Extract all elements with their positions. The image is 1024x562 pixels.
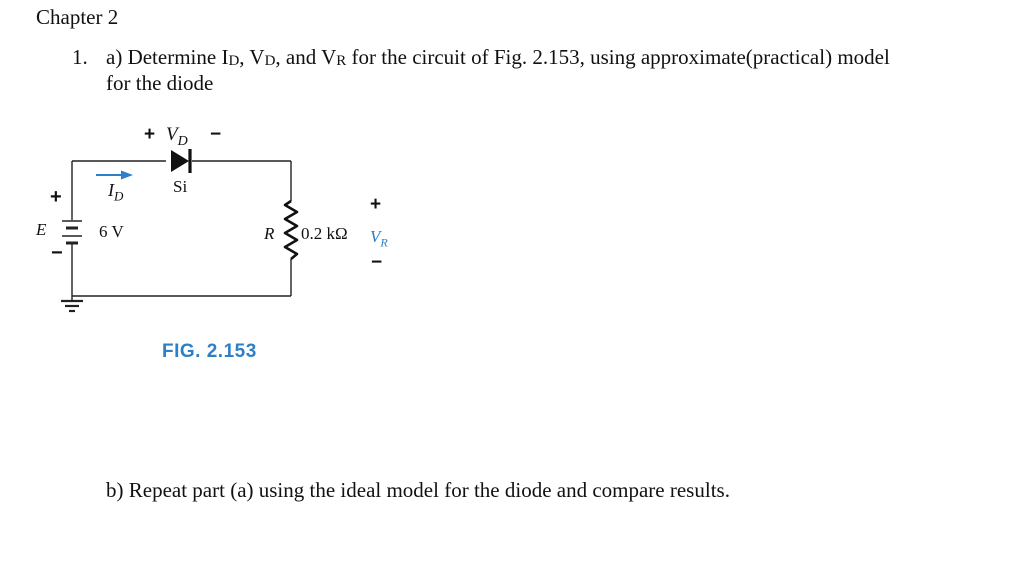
- source-plus-sign: +: [50, 186, 62, 208]
- question-part-a-line2: for the diode: [106, 71, 214, 95]
- resistor-name-label: R: [264, 224, 275, 243]
- figure-caption: FIG. 2.153: [162, 341, 257, 362]
- diode-material-label: Si: [173, 177, 188, 196]
- part-a-sub-1: D: [228, 53, 240, 69]
- vr-main: V: [370, 227, 381, 246]
- vd-main: V: [166, 124, 178, 145]
- vr-minus-sign: −: [371, 252, 383, 273]
- part-a-sub-3: R: [336, 53, 347, 69]
- vd-minus-sign: −: [210, 124, 222, 145]
- resistor-zigzag: [283, 199, 299, 260]
- source-minus-sign: −: [51, 242, 63, 264]
- part-a-sep-1: , V: [239, 45, 265, 69]
- id-sub: D: [114, 188, 124, 204]
- question-part-a-line1: a) Determine ID, VD, and VR for the circ…: [106, 45, 890, 70]
- vr-sub: R: [380, 235, 388, 250]
- vr-label: VR: [370, 227, 388, 250]
- vr-plus-sign: +: [370, 194, 382, 215]
- part-a-sep-2: , and V: [275, 45, 337, 69]
- id-main: I: [108, 180, 114, 200]
- question-number: 1.: [72, 45, 88, 69]
- diode-symbol: [171, 149, 192, 173]
- current-arrow: [96, 170, 133, 180]
- vd-plus-sign: +: [144, 124, 156, 145]
- part-a-rest: for the circuit of Fig. 2.153, using app…: [346, 45, 890, 69]
- source-name-label: E: [36, 220, 47, 239]
- part-a-sub-2: D: [264, 53, 276, 69]
- vd-sub: D: [177, 133, 188, 149]
- part-a-prefix: a) Determine I: [106, 45, 229, 69]
- source-value-label: 6 V: [99, 222, 124, 241]
- chapter-heading: Chapter 2: [36, 5, 119, 29]
- vd-label: VD: [166, 124, 188, 150]
- resistor-value-label: 0.2 kΩ: [301, 224, 348, 243]
- id-label: ID: [108, 180, 123, 205]
- diode-triangle: [171, 150, 189, 172]
- question-part-b: b) Repeat part (a) using the ideal model…: [106, 478, 730, 502]
